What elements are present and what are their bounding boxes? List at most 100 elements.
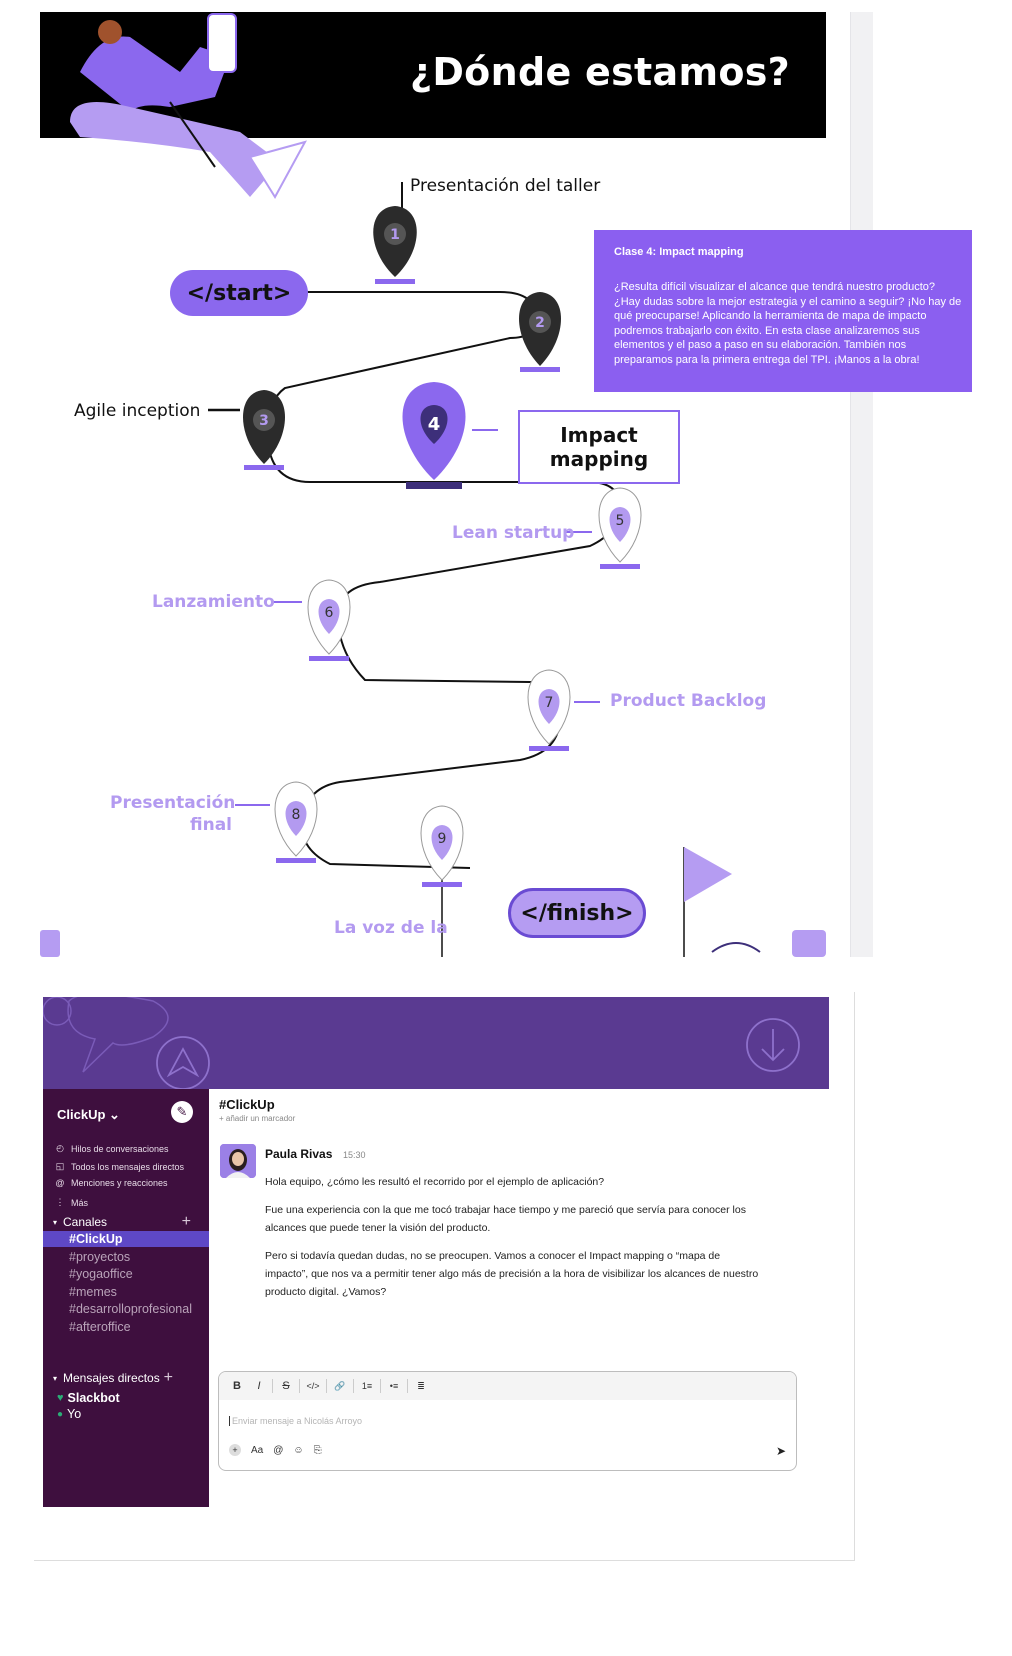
active-channel-highlight — [43, 1231, 209, 1247]
svg-text:8: 8 — [292, 807, 301, 823]
strikethrough-button[interactable]: S — [282, 1380, 290, 1392]
italic-button[interactable]: I — [257, 1380, 261, 1392]
channel-memes[interactable]: #memes — [69, 1285, 117, 1299]
channels-section-header[interactable]: ▾ Canales + — [53, 1213, 191, 1230]
bullet-list-button[interactable]: •≡ — [389, 1381, 399, 1391]
message-timestamp[interactable]: 15:30 — [343, 1150, 366, 1160]
link-button[interactable]: 🔗 — [334, 1380, 346, 1391]
milestone-label-8: Presentación final — [110, 792, 235, 836]
roadmap-slide: 1 2 3 4 5 6 — [40, 12, 860, 957]
nav-all-dms-label: Todos los mensajes directos — [71, 1161, 185, 1172]
toolbar-divider — [353, 1379, 354, 1393]
milestone-pin-4: 4 — [402, 382, 466, 489]
attach-plus-icon[interactable]: + — [229, 1444, 241, 1456]
format-text-button[interactable]: Aa — [251, 1444, 264, 1456]
channel-yogaoffice[interactable]: #yogaoffice — [69, 1267, 133, 1281]
user-photo — [220, 1144, 256, 1178]
add-dm-icon[interactable]: + — [163, 1369, 173, 1386]
toolbar-divider — [326, 1379, 327, 1393]
svg-text:3: 3 — [259, 413, 269, 429]
channel-desarrolloprofesional[interactable]: #desarrolloprofesional — [69, 1302, 192, 1316]
avatar[interactable] — [220, 1144, 256, 1178]
emoji-icon[interactable]: ☺ — [293, 1444, 304, 1456]
channel-title: #ClickUp — [219, 1097, 275, 1112]
caret-down-icon: ▾ — [53, 1373, 58, 1383]
slack-sidebar: ClickUp ⌄ ✎ ◴Hilos de conversaciones ◱To… — [43, 1089, 209, 1507]
svg-text:2: 2 — [535, 315, 545, 331]
mention-button[interactable]: @ — [273, 1444, 284, 1456]
milestone-pin-6: 6 — [307, 579, 351, 661]
person-illustration — [70, 13, 308, 199]
info-card: Clase 4: Impact mapping ¿Resulta difícil… — [594, 230, 972, 392]
compose-icon: ✎ — [176, 1104, 188, 1120]
online-dot-icon: ● — [57, 1408, 64, 1420]
message-author[interactable]: Paula Rivas — [265, 1147, 333, 1161]
svg-text:9: 9 — [438, 831, 447, 847]
message-paragraph-2: Fue una experiencia con la que me tocó t… — [265, 1204, 746, 1234]
milestone-pin-9: 9 — [420, 805, 464, 887]
milestone-label-9: La voz de la — [334, 918, 448, 938]
channel-clickup[interactable]: #ClickUp — [69, 1232, 123, 1246]
threads-icon: ◴ — [56, 1143, 64, 1153]
dm-self[interactable]: ●Yo — [57, 1407, 81, 1421]
blockquote-button[interactable]: ≣ — [417, 1380, 425, 1391]
message-composer[interactable]: B I S </> 🔗 1≡ •≡ ≣ Enviar mensaje a Nic… — [218, 1371, 797, 1471]
compose-button[interactable]: ✎ — [171, 1101, 193, 1123]
nav-threads[interactable]: ◴Hilos de conversaciones — [55, 1143, 169, 1154]
impact-box-line1: Impact — [560, 423, 638, 447]
dm-slackbot[interactable]: ♥Slackbot — [57, 1391, 120, 1405]
ordered-list-button[interactable]: 1≡ — [361, 1381, 373, 1391]
nav-mentions-label: Menciones y reacciones — [71, 1178, 168, 1188]
download-icon — [746, 1018, 800, 1072]
composer-toolbar: B I S </> 🔗 1≡ •≡ ≣ — [219, 1372, 796, 1400]
code-button[interactable]: </> — [306, 1381, 320, 1391]
toolbar-divider — [407, 1379, 408, 1393]
route-map: 1 2 3 4 5 6 — [40, 13, 826, 957]
nav-all-dms[interactable]: ◱Todos los mensajes directos — [55, 1161, 184, 1172]
dm-section-header[interactable]: ▾Mensajes directos+ — [53, 1369, 191, 1386]
svg-text:4: 4 — [428, 414, 441, 435]
heart-icon: ♥ — [57, 1392, 64, 1404]
nav-more[interactable]: ⋮ Más — [55, 1197, 89, 1208]
slide-scrollbar[interactable] — [850, 12, 873, 957]
channel-afteroffice[interactable]: #afteroffice — [69, 1320, 131, 1334]
dm-self-label: Yo — [67, 1407, 82, 1421]
channel-proyectos[interactable]: #proyectos — [69, 1250, 131, 1264]
milestone-label-7: Product Backlog — [610, 691, 767, 711]
more-icon: ⋮ — [55, 1197, 65, 1207]
send-icon[interactable]: ➤ — [775, 1444, 786, 1458]
message-paragraph-1: Hola equipo, ¿cómo les resultó el recorr… — [265, 1176, 605, 1188]
slack-frame — [34, 992, 855, 1561]
message-paragraph-3: Pero si todavía quedan dudas, no se preo… — [265, 1250, 759, 1298]
toolbar-divider — [380, 1379, 381, 1393]
start-pill: </start> — [170, 270, 308, 316]
info-card-title: Clase 4: Impact mapping — [614, 246, 744, 258]
attachment-icon[interactable]: ⎘ — [313, 1444, 322, 1456]
impact-box-line2: mapping — [549, 447, 649, 471]
milestone-pin-3: 3 — [243, 390, 285, 470]
toolbar-divider — [299, 1379, 300, 1393]
add-bookmark-link[interactable]: + añadir un marcador — [219, 1114, 296, 1123]
milestone-pin-1: 1 — [373, 206, 417, 284]
slack-window: ClickUp ⌄ ✎ ◴Hilos de conversaciones ◱To… — [43, 997, 829, 1507]
milestone-label-3: Agile inception — [74, 401, 201, 421]
bold-button[interactable]: B — [233, 1380, 241, 1392]
corner-decoration-right — [792, 930, 826, 957]
workspace-name: ClickUp — [57, 1107, 106, 1122]
caret-down-icon: ▾ — [53, 1217, 58, 1227]
milestone-pin-8: 8 — [274, 781, 318, 863]
svg-text:6: 6 — [325, 605, 334, 621]
nav-more-label: Más — [71, 1197, 89, 1208]
nav-mentions[interactable]: @Menciones y reacciones — [55, 1178, 168, 1188]
chevron-down-icon: ⌄ — [109, 1107, 120, 1122]
add-channel-icon[interactable]: + — [181, 1213, 191, 1230]
toolbar-divider — [272, 1379, 273, 1393]
workspace-menu[interactable]: ClickUp ⌄ — [57, 1107, 120, 1123]
corner-decoration-left — [40, 930, 60, 957]
banner-decoration — [43, 997, 800, 1089]
slack-banner — [43, 997, 829, 1089]
channels-header-label: Canales — [63, 1215, 108, 1229]
milestone-label-5: Lean startup — [452, 523, 575, 543]
message-input[interactable]: Enviar mensaje a Nicolás Arroyo — [229, 1416, 362, 1426]
composer-actions: + Aa @ ☺ ⎘ — [229, 1444, 322, 1456]
